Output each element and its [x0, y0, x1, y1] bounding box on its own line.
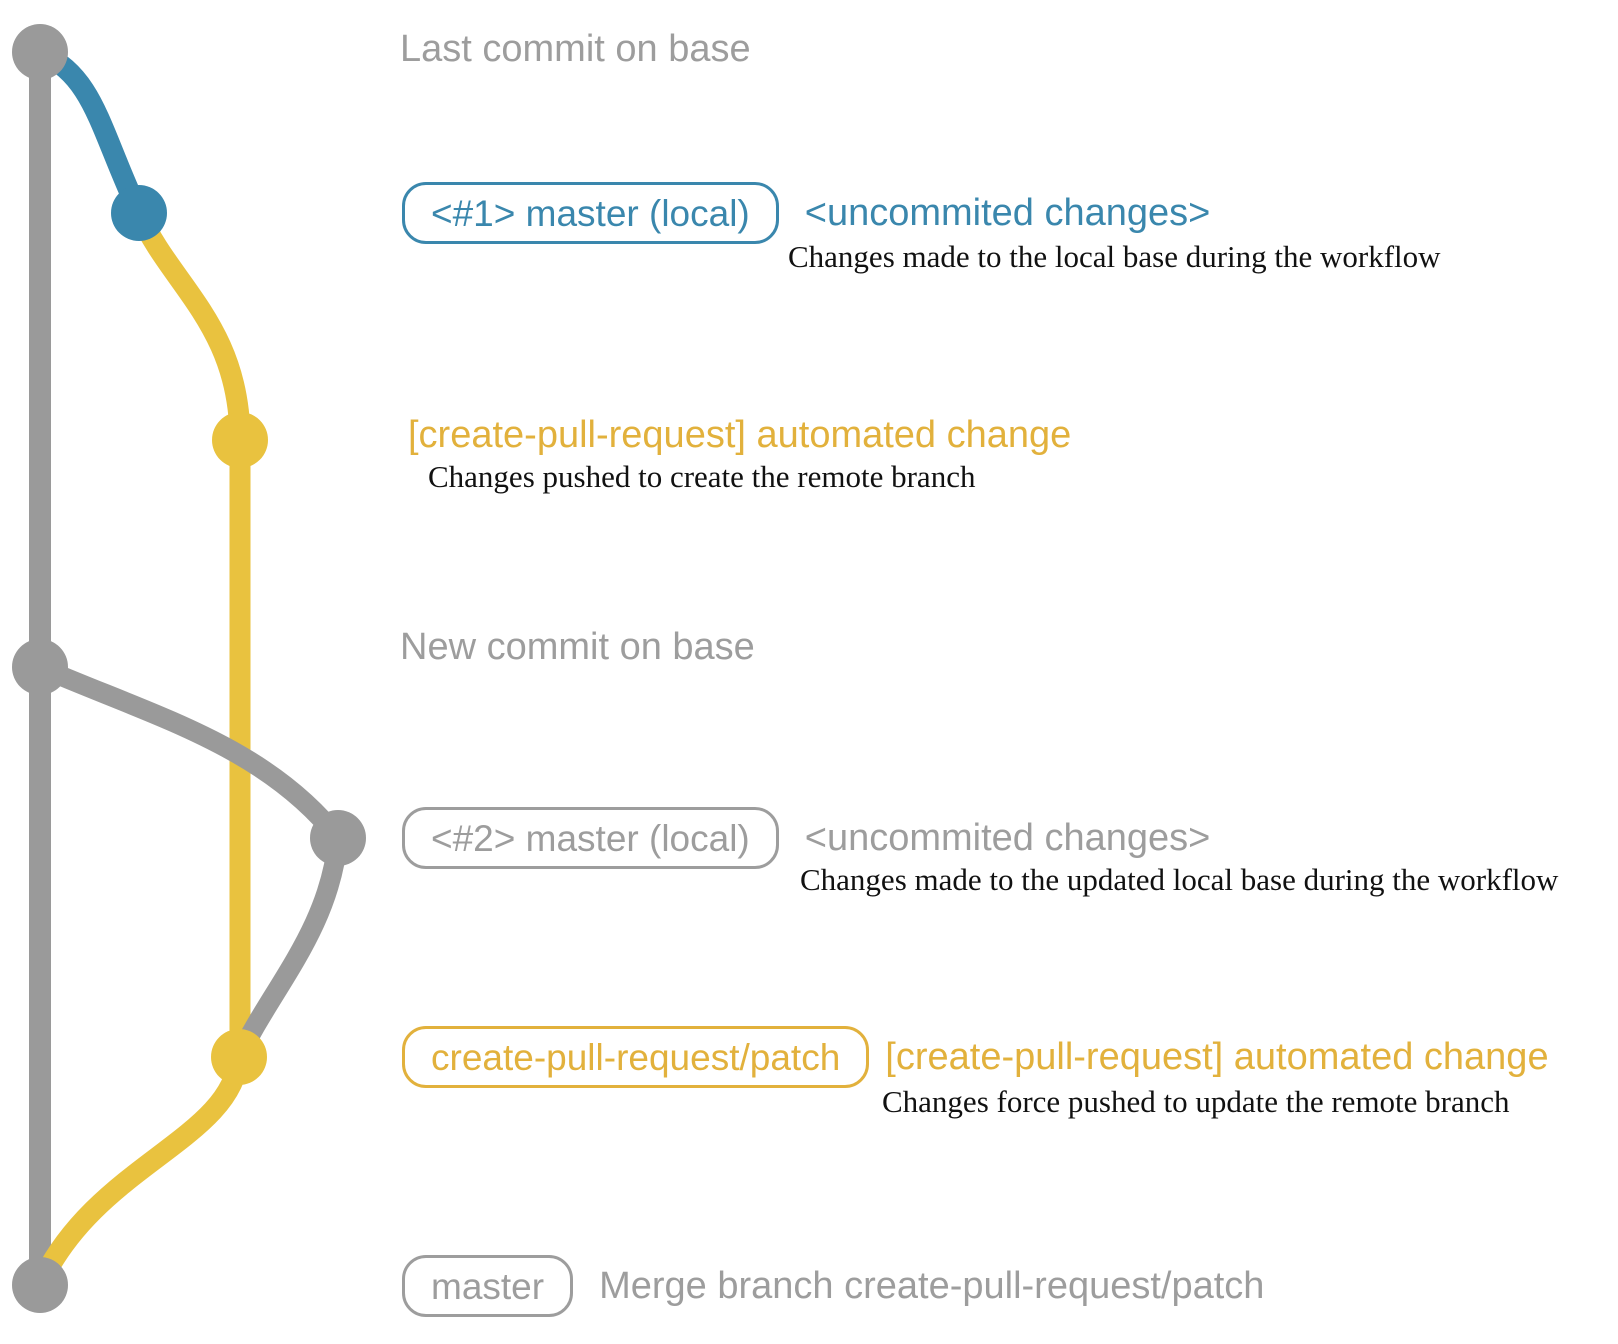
commit-message-merge: Merge branch create-pull-request/patch — [599, 1265, 1265, 1307]
local-change-edge-2 — [30, 657, 348, 848]
commit-dot-new-base — [12, 639, 68, 695]
label-new-commit-on-base: New commit on base — [400, 626, 755, 669]
commit-dot-automated-2 — [211, 1029, 267, 1085]
description-force-push: Changes force pushed to update the remot… — [882, 1084, 1510, 1119]
commit-message-uncommited-2: <uncommited changes> — [804, 817, 1211, 859]
branch-pill-master: master — [402, 1255, 574, 1317]
row-local-master-2: <#2> master (local) <uncommited changes> — [402, 807, 1210, 869]
commit-label: New commit on base — [400, 626, 755, 668]
row-automated-change-2: create-pull-request/patch [create-pull-r… — [402, 1026, 1549, 1088]
description-push-create: Changes pushed to create the remote bran… — [428, 459, 976, 494]
row-automated-change-1: [create-pull-request] automated change — [408, 416, 1071, 454]
commit-message-automated-1: [create-pull-request] automated change — [408, 414, 1072, 456]
graph-nodes — [12, 24, 366, 1313]
rebase-edge — [229, 828, 348, 1067]
branch-pill-master-local-1: <#1> master (local) — [402, 182, 779, 244]
local-change-edge-1 — [29, 41, 150, 224]
commit-dot-local-1 — [111, 185, 167, 241]
branch-pill-patch: create-pull-request/patch — [402, 1026, 870, 1088]
commit-dot-last-base — [12, 24, 68, 80]
commit-label: Last commit on base — [400, 28, 751, 70]
commit-message-uncommited-1: <uncommited changes> — [804, 192, 1211, 234]
description-local-changes-1: Changes made to the local base during th… — [788, 239, 1441, 274]
row-local-master-1: <#1> master (local) <uncommited changes> — [402, 182, 1210, 244]
merge-edge — [29, 1046, 250, 1296]
branch-pill-master-local-2: <#2> master (local) — [402, 807, 779, 869]
label-last-commit-on-base: Last commit on base — [400, 28, 751, 71]
commit-dot-automated-1 — [212, 412, 268, 468]
commit-message-automated-2: [create-pull-request] automated change — [885, 1036, 1549, 1078]
row-merge-commit: master Merge branch create-pull-request/… — [402, 1255, 1264, 1317]
commit-dot-local-2 — [310, 810, 366, 866]
patch-branch-line — [128, 202, 251, 1068]
description-local-changes-2: Changes made to the updated local base d… — [800, 862, 1559, 897]
graph-edges — [29, 41, 348, 1296]
commit-dot-merge — [12, 1257, 68, 1313]
